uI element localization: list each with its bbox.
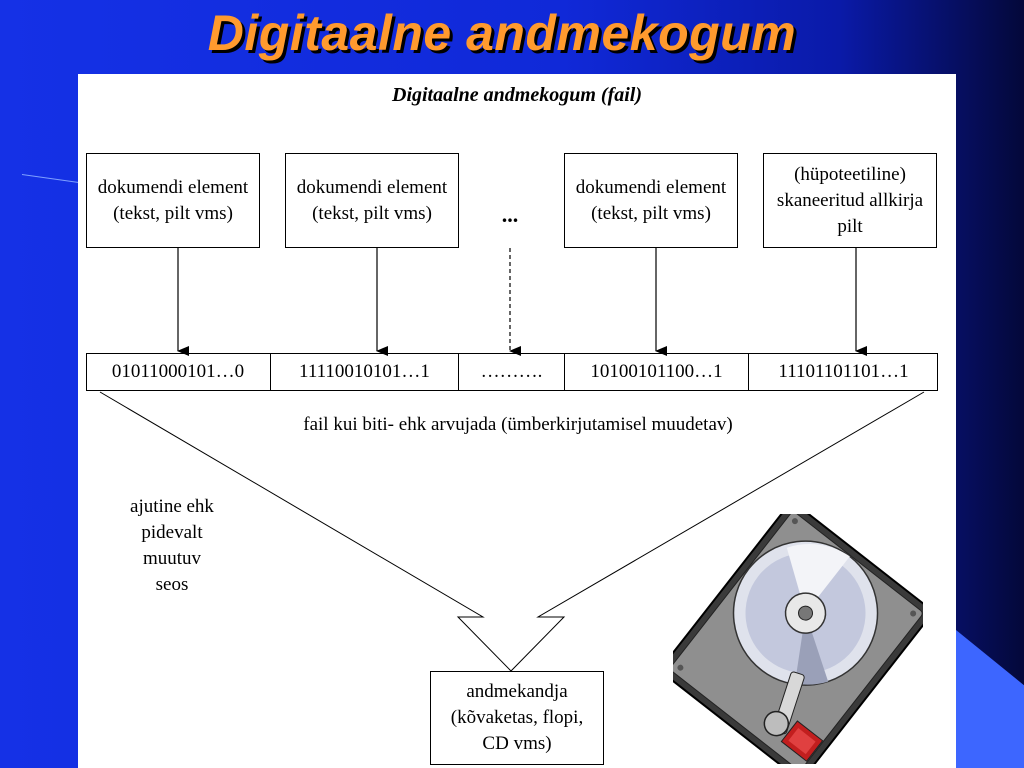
file-caption: fail kui biti- ehk arvujada (ümberkirjut… <box>303 414 733 435</box>
ellipsis-label: ... <box>501 202 519 227</box>
element-box-3: dokumendi element (tekst, pilt vms) <box>564 153 738 248</box>
signature-box: (hüpoteetiline) skaneeritud allkirja pil… <box>763 153 937 248</box>
bit-cell-4: 10100101100…1 <box>564 353 748 391</box>
diagram-figure: Digitaalne andmekogum (fail) dokumendi e… <box>78 74 956 768</box>
bit-cell-2: 11110010101…1 <box>270 353 458 391</box>
element-box-2: dokumendi element (tekst, pilt vms) <box>285 153 459 248</box>
diagram-title: Digitaalne andmekogum (fail) <box>392 84 642 106</box>
link-label: ajutine ehk pidevalt muutuv seos <box>130 496 214 595</box>
carrier-box: andmekandja (kõvaketas, flopi, CD vms) <box>430 671 604 765</box>
bit-cell-1: 01011000101…0 <box>111 361 245 382</box>
bit-strip <box>86 353 938 391</box>
hard-disk-icon <box>673 514 923 764</box>
bit-cell-5: 11101101101…1 <box>748 353 938 391</box>
bit-cell-3: ………. <box>458 353 564 391</box>
slide-title: Digitaalne andmekogum <box>207 5 797 61</box>
background-accent-shape <box>956 630 1024 768</box>
element-box-1: dokumendi element (tekst, pilt vms) <box>86 153 260 248</box>
background-accent-line <box>21 174 82 184</box>
